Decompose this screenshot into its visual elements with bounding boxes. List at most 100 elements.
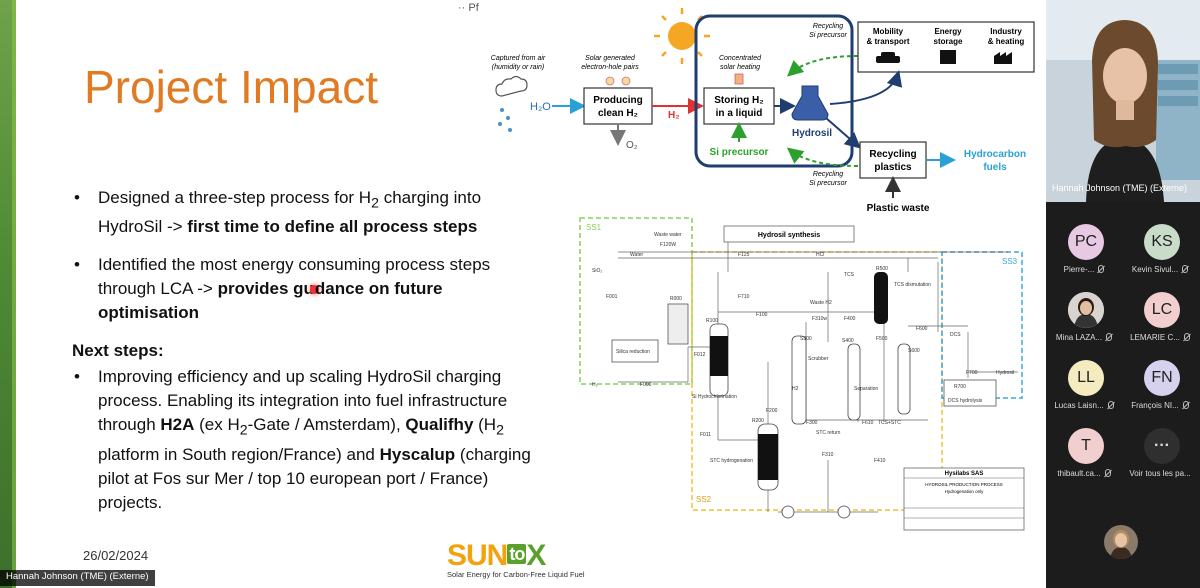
ns-bold-h2a: H2A [160,415,195,435]
recycling-plastics-box [859,141,927,179]
pfd-label: S400 [842,338,854,344]
participant-name-text: Kevin Sivul... [1131,265,1179,274]
captured-text-1: Captured from air [491,55,546,62]
ss1-zone [579,217,693,385]
mic-muted-icon [1106,333,1113,341]
participant-name: Pierre-... [1048,265,1120,274]
pfd-label: F001 [606,294,618,300]
participant-tile-t[interactable]: T thibault.ca... [1048,426,1120,488]
participant-name-text: Pierre-... [1063,265,1095,274]
titleblock-company: Hysilabs SAS [945,471,984,477]
participant-tile-pc[interactable]: PC Pierre-... [1048,222,1120,284]
participant-avatar: FN [1144,360,1180,396]
participant-name: François NI... [1124,401,1196,410]
pfd-label: F100 [756,312,768,318]
pfd-label: TCS dismutation [894,282,931,288]
bullet-2: • Identified the most energy consuming p… [72,253,542,325]
participant-name: Kevin Sivul... [1124,265,1196,274]
ss3-label: SS3 [1002,257,1018,266]
producing-1: Producing [593,95,642,106]
self-view-avatar[interactable] [1104,525,1138,559]
producing-2: clean H₂ [598,108,638,119]
si-precursor-label: Si precursor [710,147,769,158]
solar-pairs-2: electron-hole pairs [581,64,639,71]
recycling-plastics-2: plastics [874,162,912,173]
slide-side-bar [0,0,16,588]
plastic-waste-label: Plastic waste [867,203,930,214]
participant-avatar: LC [1144,292,1180,328]
pfd-label: F120W [660,242,676,248]
participant-name: thibault.ca... [1048,469,1120,478]
bullet-1-text-a: Designed a three-step process for H [98,188,372,207]
next-steps-bullet: • Improving efficiency and up scaling Hy… [72,365,542,514]
share-indicator: ·· Pf [458,2,479,14]
participant-tile-mina[interactable]: Mina LAZA... [1048,290,1120,352]
mic-muted-icon [1104,469,1111,477]
participant-avatar: KS [1144,224,1180,260]
sun-icon [654,8,710,64]
participant-name-text: François NI... [1131,401,1179,410]
ss2-label: SS2 [696,495,712,504]
pfd-label: Waste H2 [810,300,832,306]
o2-label: O₂ [626,140,638,151]
recycling-top-1: Recycling [813,23,843,30]
participant-photo-image [1068,292,1104,328]
storing-2: in a liquid [716,108,763,119]
participant-name-text: Lucas Laisn... [1054,401,1104,410]
participant-tile-lc[interactable]: LC LEMARIE C... [1124,290,1196,352]
logo-subtitle: Solar Energy for Carbon-Free Liquid Fuel [447,570,585,579]
mic-muted-icon [1098,265,1105,273]
presenter-video[interactable]: Hannah Johnson (TME) (Externe) [1046,0,1200,202]
ns-text-6: (charging pilot at Fos sur Mer / top 10 … [98,444,531,512]
bullet-1-text-b: charging into HydroSil -> [98,188,482,237]
pfd-label: Water [630,252,643,258]
pfd-label: R200 [752,418,764,424]
bullet-1-bold: first time to define all process steps [187,217,478,237]
pfd-label: F000 [640,382,652,388]
pfd-label: R000 [670,296,682,302]
participant-photo [1068,292,1104,328]
pfd-label: Waste water [654,232,682,238]
participant-tile-fn[interactable]: FN François NI... [1124,358,1196,420]
ns-text-3: -Gate / Amsterdam), [247,415,406,435]
see-all-participants-button[interactable]: ··· Voir tous les pa... [1124,426,1196,488]
pfd-label: F710 [738,294,750,300]
captured-text-2: (humidity or rain) [492,64,545,71]
pfd-label: STC hydrogenation [710,458,753,464]
see-all-label: Voir tous les pa... [1129,469,1191,478]
pfd-label: F700 [966,370,978,376]
pfd-label: F600 [916,326,928,332]
pfd-label: H₂ [592,382,598,388]
battery-icon [940,50,956,64]
bullet-2-bold-a: provides gu [217,279,314,299]
factory-icon [994,52,1012,64]
pfd-label: DCS [950,332,961,338]
titleblock-process: HYDROSIL PRODUCTION PROCESS [925,482,1003,487]
pfd-label: F400 [844,316,856,322]
energy-2: storage [934,37,963,46]
bullet-char: • [74,367,80,387]
solar-pairs-1: Solar generated [585,55,636,62]
titleblock-subtitle: Hydrogenation only [945,489,985,494]
storing-box [703,87,775,125]
ns-text-1: Improving efficiency and up scaling Hydr… [98,367,508,435]
h2o-label: H₂O [530,101,551,113]
car-icon [876,52,900,63]
ns-sub-2: 2 [496,422,504,439]
pfd-label: F610 [862,420,874,426]
next-steps-heading: Next steps: [72,341,164,361]
pfd-label: R700 [954,384,966,390]
ns-text-4: (H [473,415,497,435]
pfd-label: F410 [874,458,886,464]
participant-tile-ks[interactable]: KS Kevin Sivul... [1124,222,1196,284]
recycling-plastics-1: Recycling [869,149,916,160]
participant-name-text: thibault.ca... [1057,469,1101,478]
pfd-label: F310w [812,316,827,322]
participant-tile-ll[interactable]: LL Lucas Laisn... [1048,358,1120,420]
pfd-label: STC return [816,430,841,436]
mic-muted-icon [1182,401,1189,409]
recycling-top-2: Si precursor [809,32,847,39]
pfd-equipment [611,272,997,519]
